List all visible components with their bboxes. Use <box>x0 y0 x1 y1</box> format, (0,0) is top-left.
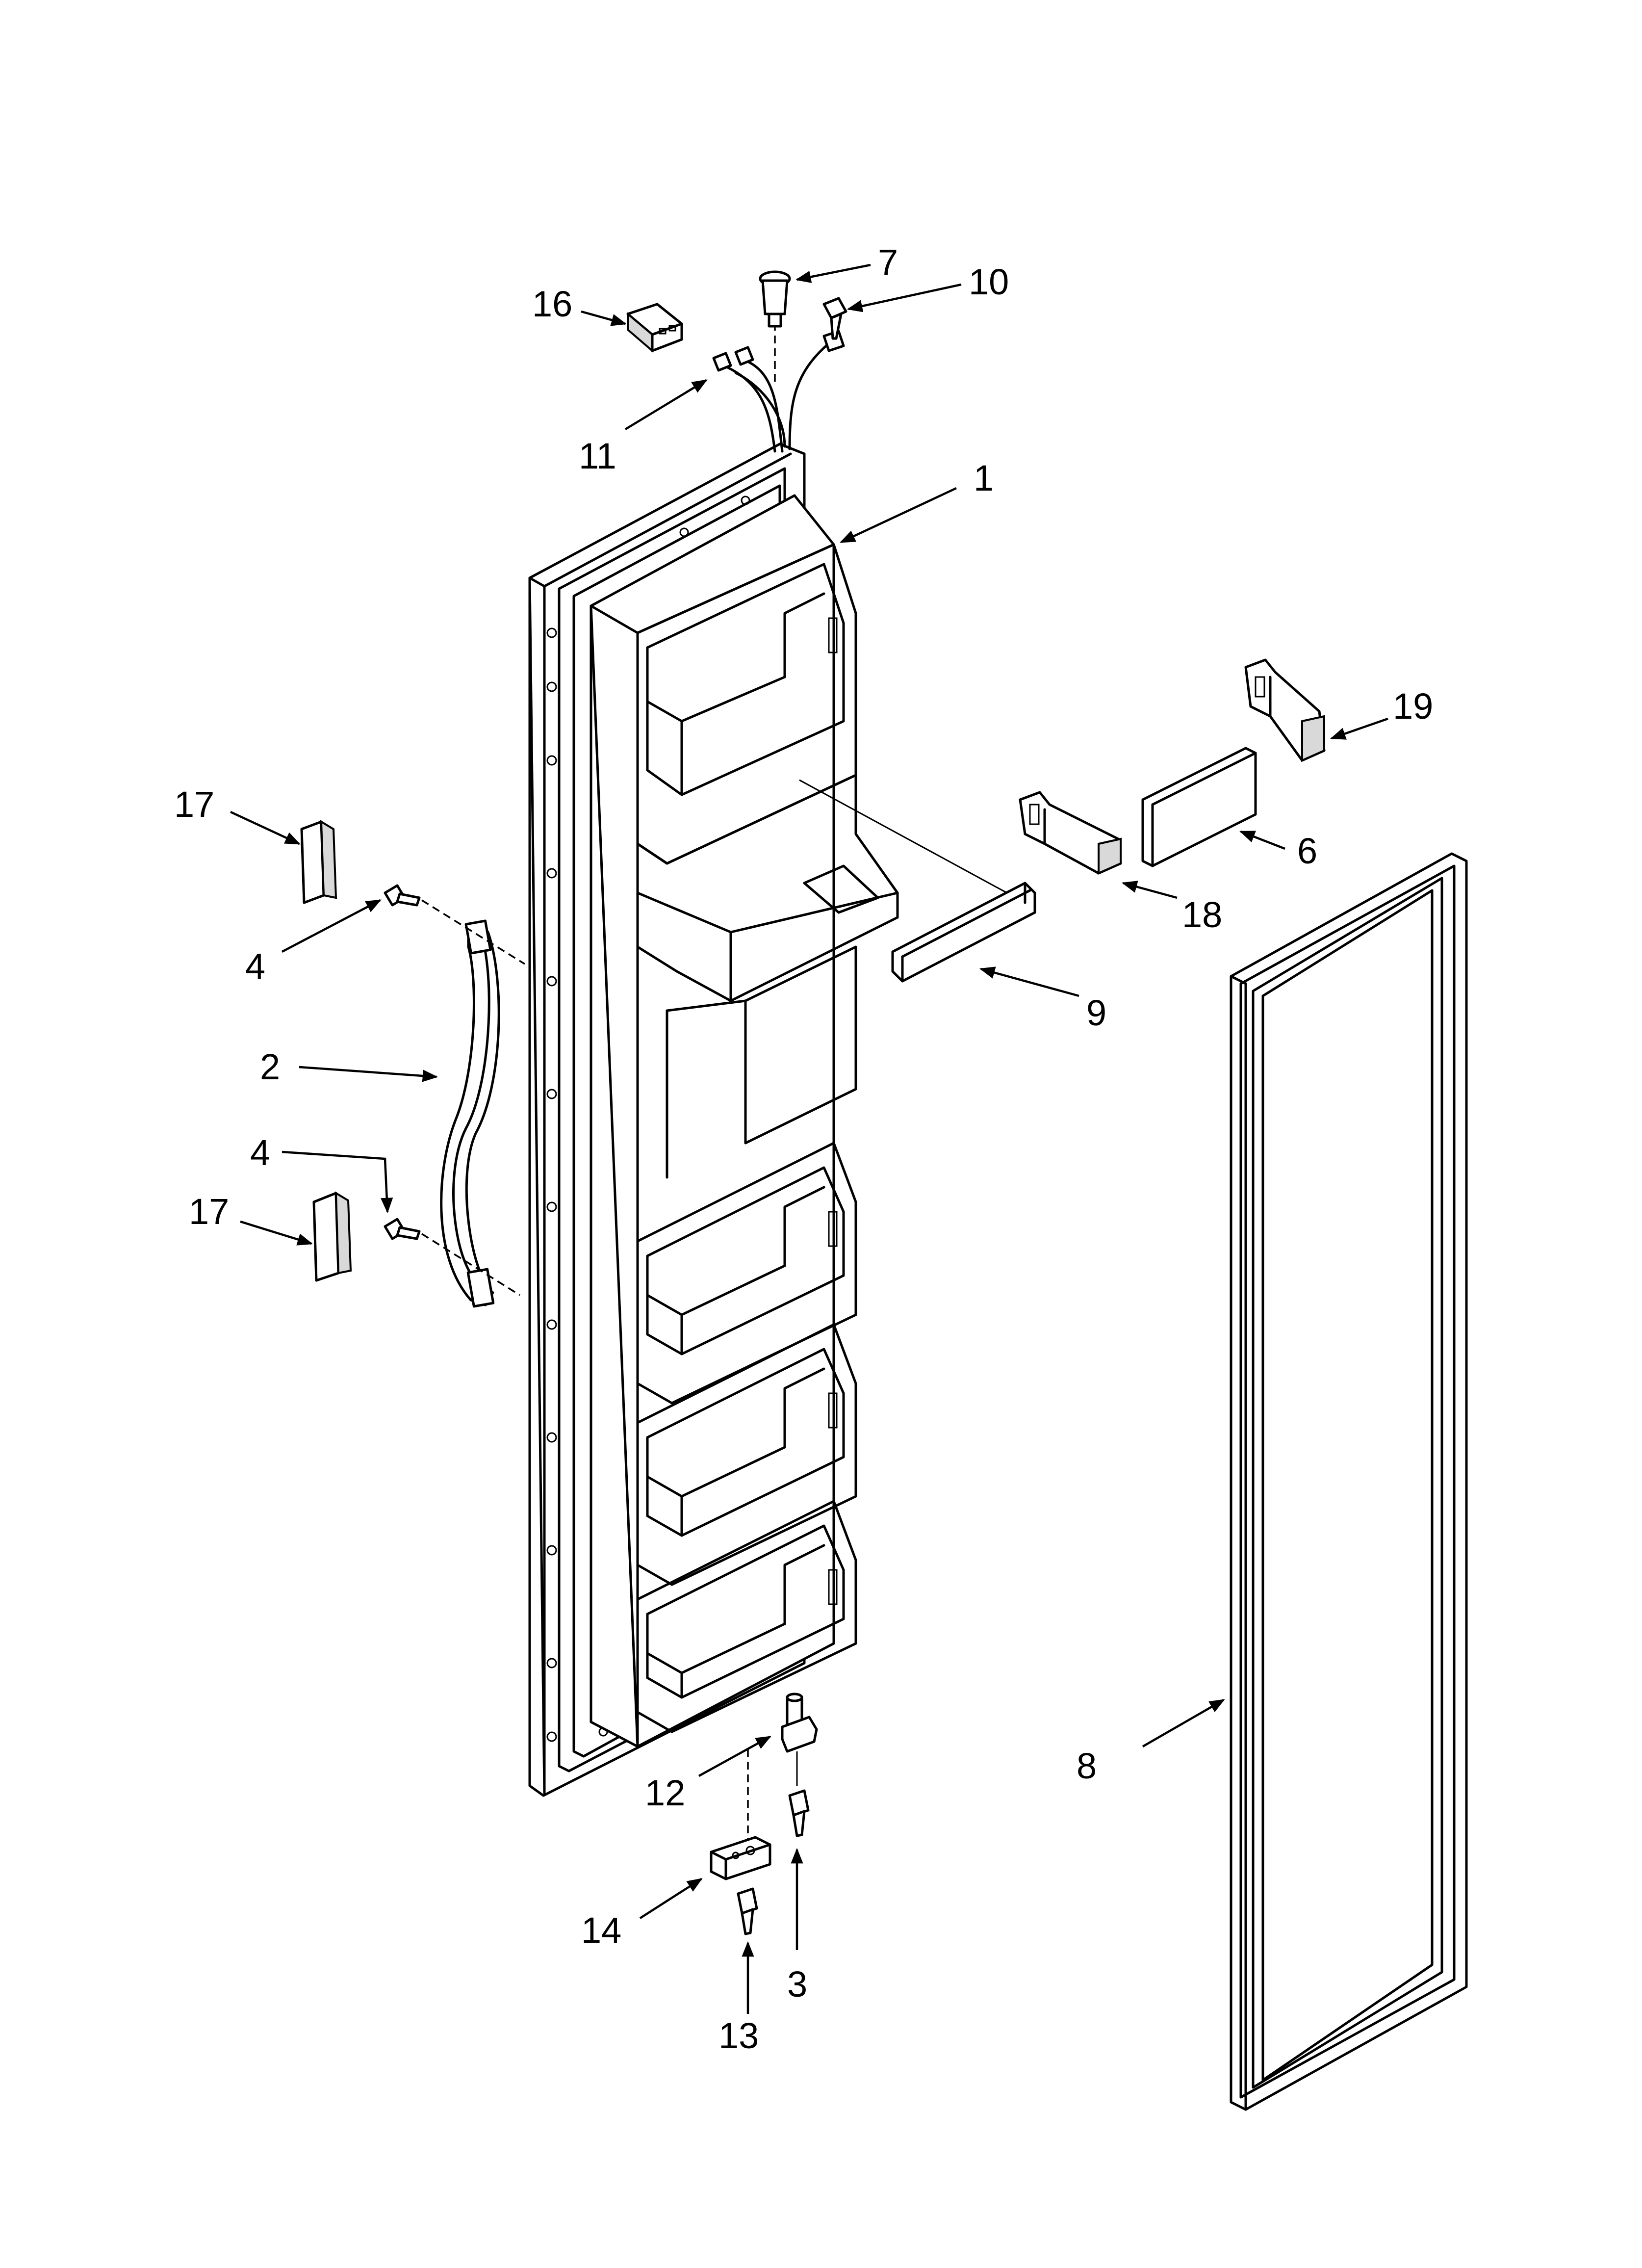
shelf-bracket-19 <box>1244 658 1326 762</box>
callout-1: 1 <box>974 458 994 498</box>
callout-4-upper: 4 <box>245 946 265 987</box>
leader-lines <box>230 263 1388 2014</box>
door-stop-screw <box>737 1887 758 1935</box>
handle-trim-lower <box>312 1191 352 1282</box>
callout-14: 14 <box>581 1910 621 1951</box>
callout-6: 6 <box>1297 831 1317 871</box>
shelf-panel-6 <box>1141 747 1257 867</box>
door-bin-lower-2 <box>636 1323 857 1586</box>
hinge-screw <box>788 1789 810 1837</box>
callout-17-upper: 17 <box>174 784 214 825</box>
wire-harness <box>712 330 845 453</box>
callout-11: 11 <box>579 436 616 476</box>
callout-18: 18 <box>1182 894 1222 935</box>
handle-screw-lower <box>384 1218 421 1240</box>
callout-3: 3 <box>787 1964 807 2005</box>
handle-screw-upper <box>384 884 421 907</box>
callout-labels: 1 2 3 4 4 6 7 8 9 10 11 12 13 14 16 17 1… <box>174 242 1433 2056</box>
light-switch <box>759 270 791 328</box>
dispenser-rail <box>891 882 1036 983</box>
callout-9: 9 <box>1086 992 1106 1033</box>
callout-13: 13 <box>718 2015 759 2056</box>
shelf-bracket-18 <box>1019 791 1122 875</box>
callout-10: 10 <box>969 261 1009 302</box>
callout-12: 12 <box>645 1773 685 1813</box>
callout-7: 7 <box>878 242 898 283</box>
door-assembly <box>528 443 899 1797</box>
door-bin-lower-3 <box>636 1500 857 1733</box>
wire-connector <box>626 303 683 353</box>
switch-screw <box>822 297 847 340</box>
callout-17-lower: 17 <box>189 1191 229 1232</box>
door-stop <box>710 1836 771 1880</box>
door-rail-holes <box>546 495 750 1742</box>
hinge-pin-bracket <box>781 1693 818 1753</box>
callout-19: 19 <box>1393 686 1433 727</box>
callout-16: 16 <box>532 284 572 324</box>
callout-2: 2 <box>260 1046 280 1087</box>
door-ledge-middle <box>636 774 899 1179</box>
door-handle <box>440 919 500 1308</box>
door-bin-lower-1 <box>636 1142 857 1405</box>
door-gasket <box>1230 852 1468 2111</box>
callout-8: 8 <box>1077 1746 1097 1786</box>
callout-4-lower: 4 <box>250 1132 270 1173</box>
handle-trim-upper <box>300 820 337 904</box>
